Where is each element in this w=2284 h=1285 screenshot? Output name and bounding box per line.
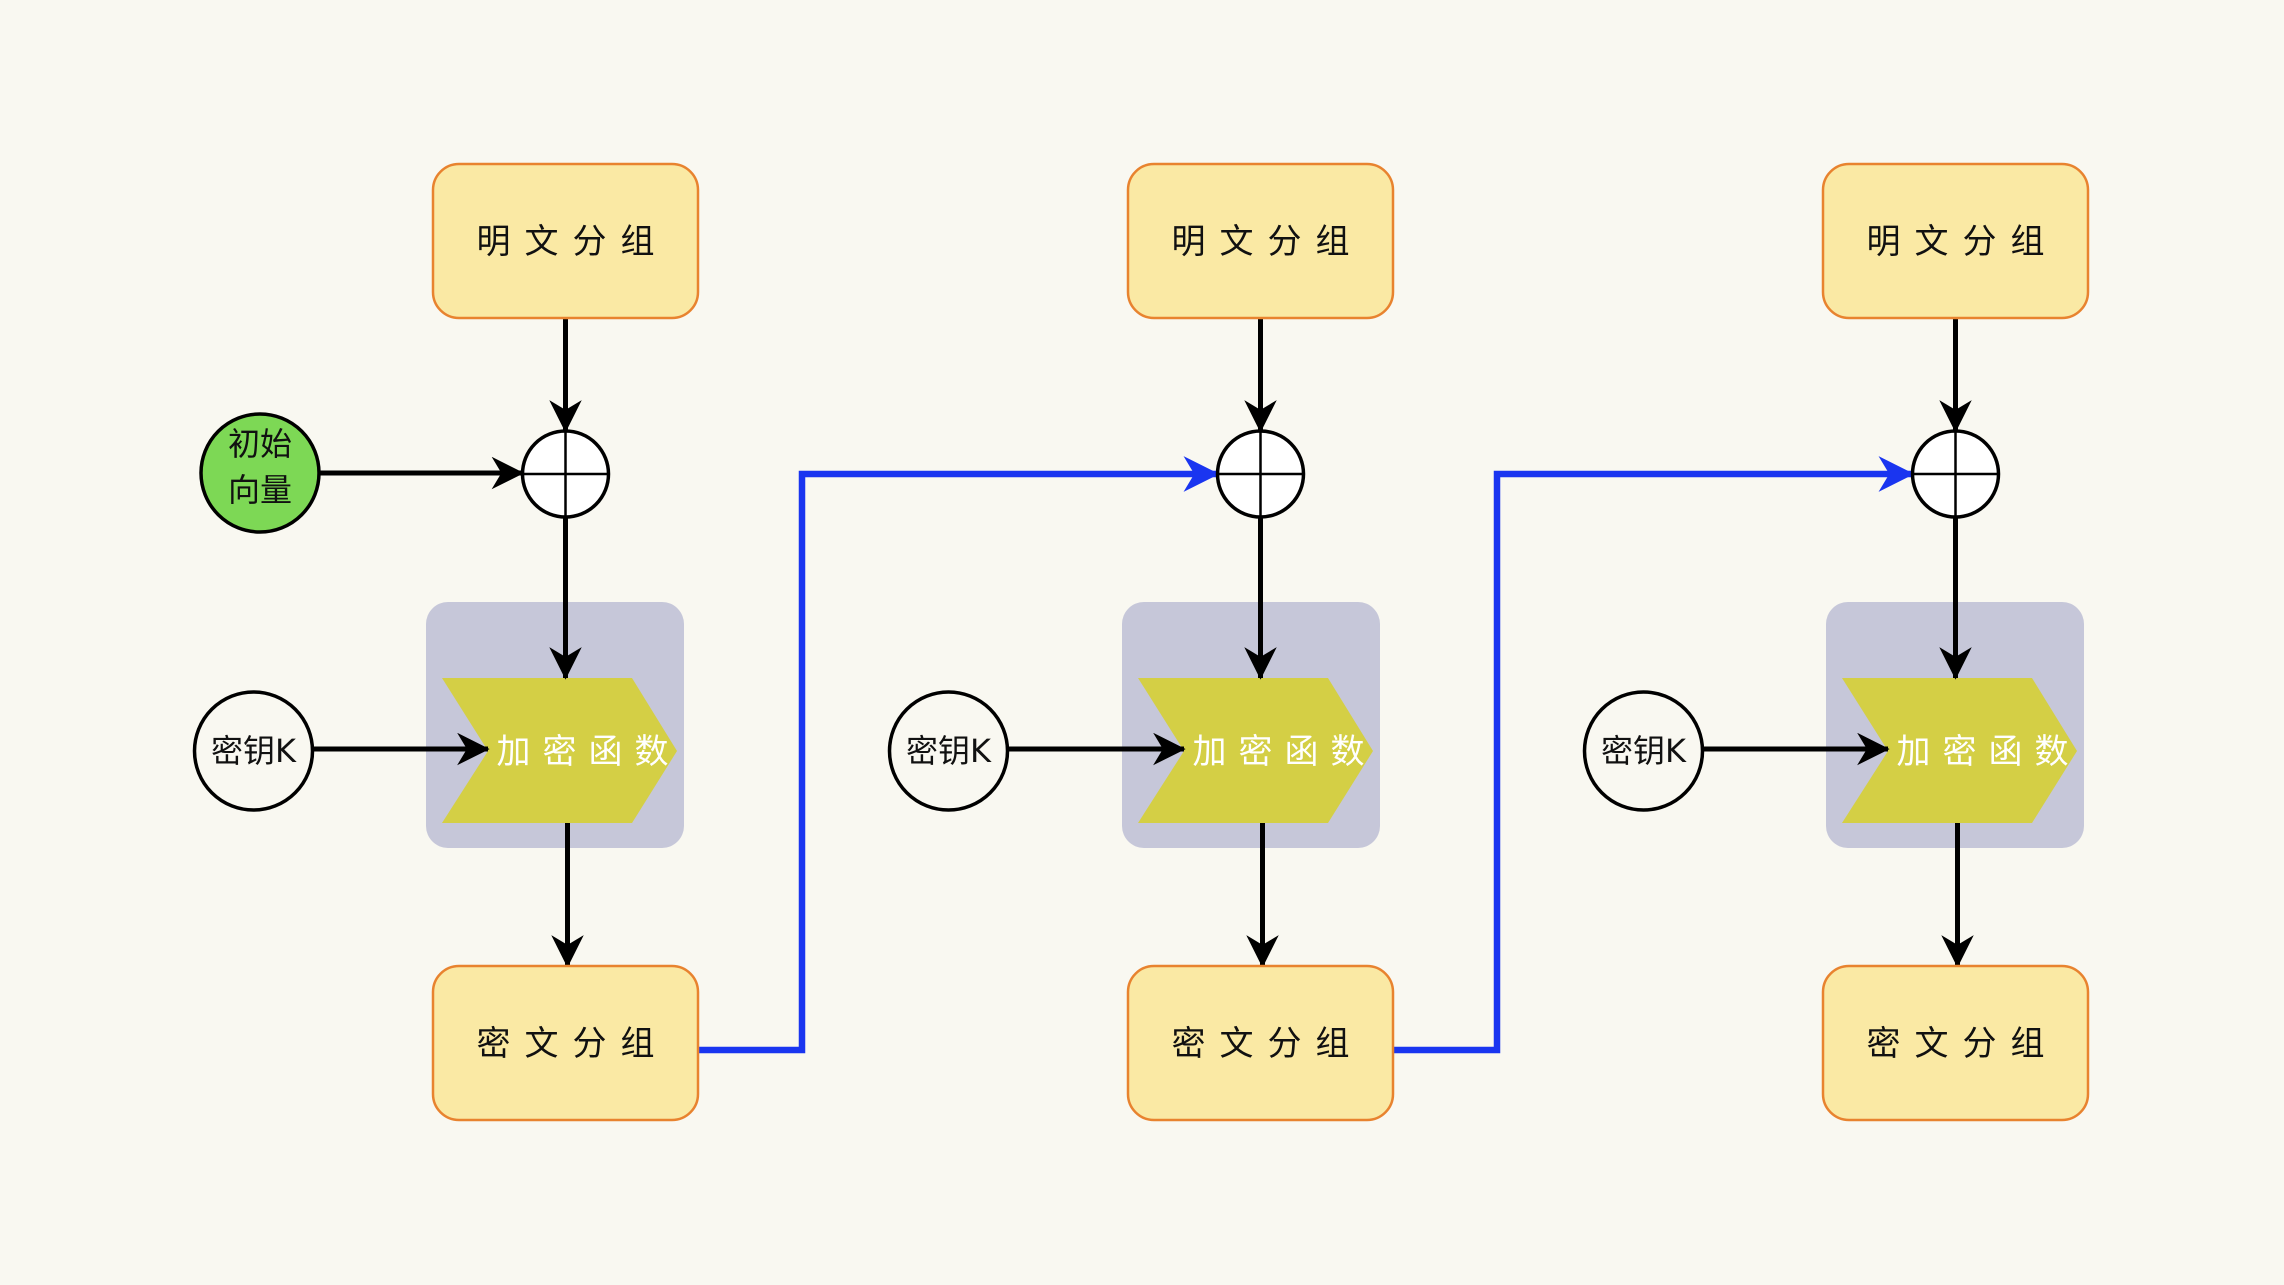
- encryption-function-label: 加密函数: [1193, 732, 1377, 772]
- key-node: 密钥K: [887, 690, 1010, 812]
- plaintext-block-label: 明文分组: [1172, 222, 1364, 262]
- plaintext-block: 明文分组: [431, 162, 700, 320]
- ciphertext-block: 密文分组: [431, 964, 700, 1122]
- xor-icon: [1215, 429, 1306, 519]
- iv-label-line: 向量: [228, 471, 292, 509]
- key-circle: [887, 690, 1010, 812]
- key-label: 密钥K: [906, 732, 992, 770]
- ciphertext-block-label: 密文分组: [1172, 1024, 1364, 1064]
- panels-layer: 加密函数 加密函数 加密函数: [426, 602, 2084, 848]
- encryption-function-label: 加密函数: [1897, 732, 2081, 772]
- connectors-layer: [312, 318, 1974, 1054]
- ciphertext-block-label: 密文分组: [1867, 1024, 2059, 1064]
- plaintext-block-label: 明文分组: [477, 222, 669, 262]
- ciphertext-block-box: [1821, 964, 2090, 1122]
- ciphertext-block-label: 密文分组: [477, 1024, 669, 1064]
- ciphertext-block: 密文分组: [1821, 964, 2090, 1122]
- ciphertext-block-box: [431, 964, 700, 1122]
- key-node: 密钥K: [192, 690, 315, 812]
- iv-label-line: 初始: [228, 425, 292, 463]
- encryption-function-chevron: [1842, 678, 2077, 823]
- key-label: 密钥K: [211, 732, 297, 770]
- encryption-function-label: 加密函数: [497, 732, 681, 772]
- ciphertext-block-box: [1126, 964, 1395, 1122]
- encryption-function-chevron: [1138, 678, 1373, 823]
- plaintext-block-box: [431, 162, 700, 320]
- xor-icon: [1910, 429, 2001, 519]
- plaintext-block-box: [1821, 162, 2090, 320]
- iv-circle: [199, 412, 321, 534]
- key-circle: [192, 690, 315, 812]
- xor-icon: [520, 429, 611, 519]
- plaintext-block: 明文分组: [1821, 162, 2090, 320]
- ciphertext-block: 密文分组: [1126, 964, 1395, 1122]
- ciphertext-feedback-arrow: [1393, 456, 1915, 1054]
- ciphertext-feedback-arrow: [698, 456, 1220, 1054]
- key-node: 密钥K: [1582, 690, 1705, 812]
- encryption-function-chevron: [442, 678, 677, 823]
- key-circle: [1582, 690, 1705, 812]
- plaintext-block: 明文分组: [1126, 162, 1395, 320]
- key-label: 密钥K: [1601, 732, 1687, 770]
- plaintext-block-box: [1126, 162, 1395, 320]
- plaintext-block-label: 明文分组: [1867, 222, 2059, 262]
